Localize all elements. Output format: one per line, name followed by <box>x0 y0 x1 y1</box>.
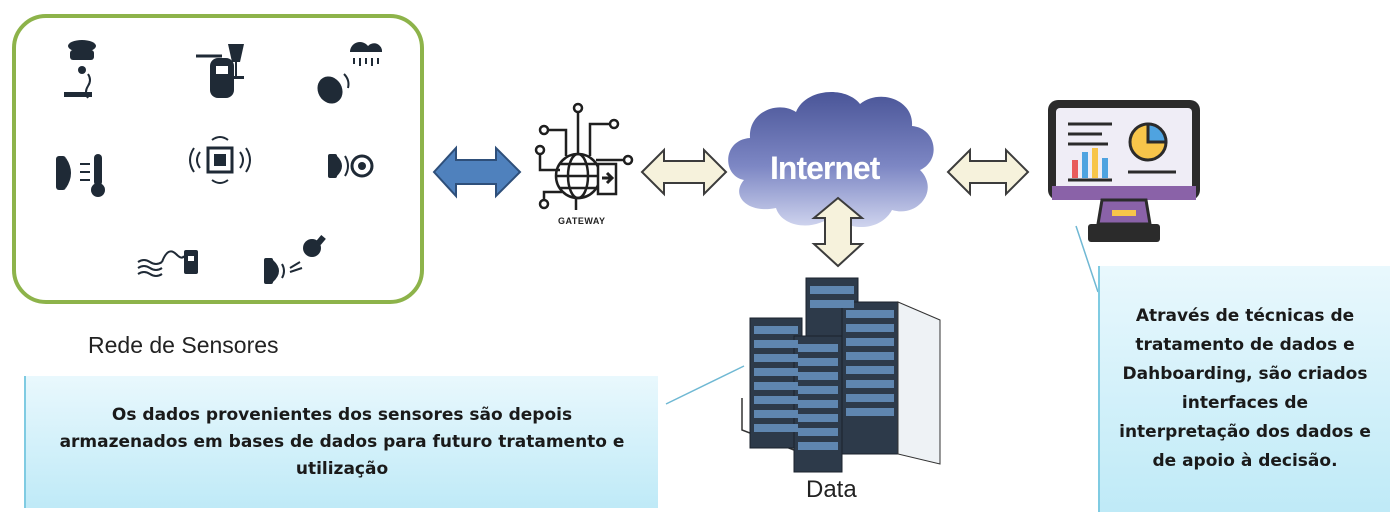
double-arrow-gateway-internet <box>640 147 728 197</box>
wireless-chip-icon <box>189 136 251 184</box>
double-arrow-sensors-gateway <box>432 145 522 199</box>
storage-callout-text: Os dados provenientes dos sensores são d… <box>59 404 625 479</box>
water-level-sensor-icon <box>137 250 198 277</box>
storage-callout: Os dados provenientes dos sensores são d… <box>24 376 658 508</box>
dashboard-monitor-icon <box>1048 100 1200 242</box>
gateway-icon <box>534 102 634 210</box>
data-server-icon <box>741 277 941 473</box>
dashboard-callout-connector <box>1075 225 1099 293</box>
storage-callout-connector <box>665 365 745 405</box>
light-sensor-icon <box>264 235 326 284</box>
smoke-detector-icon <box>64 40 96 99</box>
internet-label: Internet <box>770 150 880 186</box>
double-arrow-internet-data <box>811 196 865 268</box>
dashboard-callout-text: Através de técnicas de tratamento de dad… <box>1119 306 1371 471</box>
internet-cloud-icon <box>728 92 934 228</box>
rain-sensor-icon <box>317 42 383 104</box>
proximity-sensor-icon <box>328 154 374 178</box>
sensor-network-label: Rede de Sensores <box>88 332 279 358</box>
dashboard-callout: Através de técnicas de tratamento de dad… <box>1098 266 1390 512</box>
temperature-sensor-icon <box>56 154 105 197</box>
gateway-label: GATEWAY <box>558 216 606 226</box>
double-arrow-internet-dashboard <box>946 147 1030 197</box>
alcohol-sensor-icon <box>196 44 244 98</box>
data-label: Data <box>806 476 857 503</box>
